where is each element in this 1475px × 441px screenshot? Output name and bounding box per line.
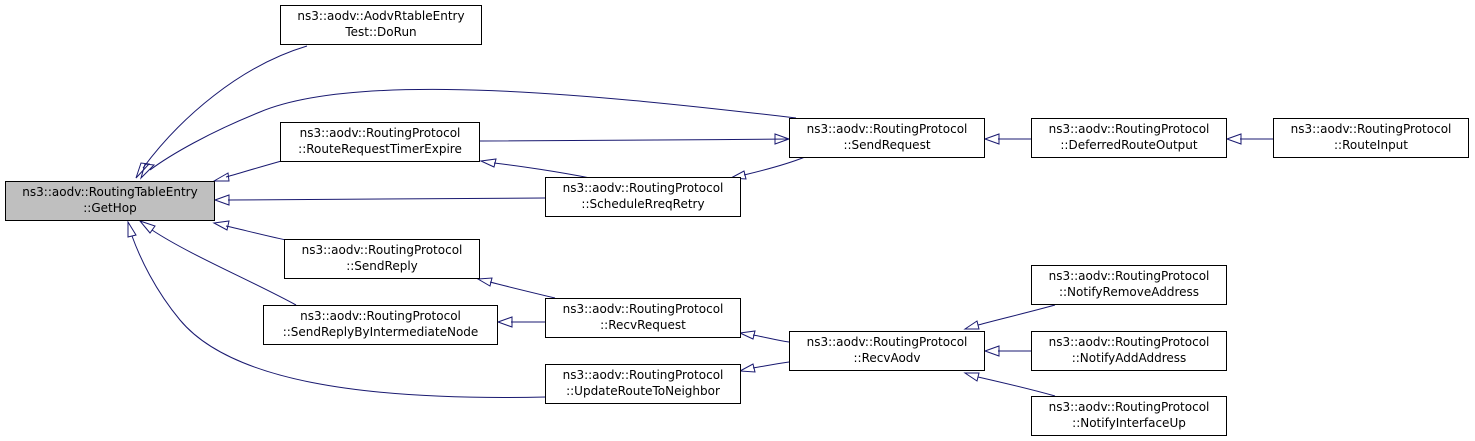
node-deferredrouteoutput-line2: ::DeferredRouteOutput (1060, 138, 1198, 152)
node-schedulerreqretry-line1: ns3::aodv::RoutingProtocol (563, 181, 724, 195)
arrowhead-icon (479, 158, 497, 168)
edge-routerequesttimerexpire-to-gethop (212, 159, 286, 182)
arrowhead-icon (135, 162, 151, 179)
node-recvrequest-line1: ns3::aodv::RoutingProtocol (563, 302, 724, 316)
node-sendrequest[interactable]: ns3::aodv::RoutingProtocol ::SendRequest (789, 118, 985, 158)
node-sendreplybyintermediatenode-line1: ns3::aodv::RoutingProtocol (300, 309, 461, 323)
arrowhead-icon (983, 133, 1000, 145)
arrowhead-icon (496, 316, 513, 328)
node-dorun-line1: ns3::aodv::AodvRtableEntry (297, 9, 464, 23)
node-notifyremoveaddress-line2: ::NotifyRemoveAddress (1059, 285, 1199, 299)
node-sendreply-line2: ::SendReply (346, 259, 418, 273)
node-notifyaddaddress-line2: ::NotifyAddAddress (1072, 351, 1187, 365)
edge-notifyremoveaddress-to-recvaodv (963, 304, 1056, 330)
arrowhead-icon (774, 133, 791, 145)
node-dorun[interactable]: ns3::aodv::AodvRtableEntry Test::DoRun (280, 5, 482, 45)
node-schedulerreqretry[interactable]: ns3::aodv::RoutingProtocol ::ScheduleRre… (545, 177, 741, 217)
arrowhead-icon (738, 330, 756, 340)
node-gethop[interactable]: ns3::aodv::RoutingTableEntry ::GetHop (5, 181, 215, 221)
arrowhead-icon (1225, 133, 1242, 145)
node-sendreply[interactable]: ns3::aodv::RoutingProtocol ::SendReply (284, 239, 480, 279)
edge-line (142, 45, 308, 169)
edge-schedulerreqretry-to-gethop (213, 194, 546, 206)
edge-line (225, 159, 286, 178)
node-recvaodv-line1: ns3::aodv::RoutingProtocol (807, 335, 968, 349)
node-updateroutetoneighbor[interactable]: ns3::aodv::RoutingProtocol ::UpdateRoute… (545, 364, 741, 404)
node-gethop-line2: ::GetHop (83, 201, 136, 215)
node-notifyaddaddress-line1: ns3::aodv::RoutingProtocol (1049, 335, 1210, 349)
edge-line (977, 376, 1056, 397)
edge-line (225, 225, 287, 241)
node-sendrequest-line1: ns3::aodv::RoutingProtocol (807, 122, 968, 136)
edge-line (977, 304, 1056, 326)
arrowhead-icon (476, 277, 493, 287)
node-updateroutetoneighbor-line2: ::UpdateRouteToNeighbor (566, 384, 720, 398)
edge-line (131, 235, 547, 398)
edge-routeinput-to-deferredrouteoutput (1225, 133, 1273, 145)
node-sendreplybyintermediatenode[interactable]: ns3::aodv::RoutingProtocol ::SendReplyBy… (263, 305, 498, 345)
node-sendrequest-line2: ::SendRequest (843, 138, 930, 152)
edge-recvaodv-to-recvrequest (738, 330, 790, 343)
node-schedulerreqretry-line2: ::ScheduleRreqRetry (581, 197, 704, 211)
arrowhead-icon (138, 219, 156, 234)
arrowhead-icon (738, 363, 756, 373)
node-deferredrouteoutput[interactable]: ns3::aodv::RoutingProtocol ::DeferredRou… (1031, 118, 1227, 158)
node-routerequesttimerexpire-line1: ns3::aodv::RoutingProtocol (300, 126, 461, 140)
node-recvaodv-line2: ::RecvAodv (853, 351, 920, 365)
node-notifyremoveaddress[interactable]: ns3::aodv::RoutingProtocol ::NotifyRemov… (1031, 265, 1227, 305)
edge-sendrequest-to-routerequesttimerexpire (479, 133, 791, 145)
edges-layer (127, 45, 1273, 398)
edge-recvrequest-to-sendreply (476, 277, 556, 299)
arrowhead-icon (212, 172, 230, 182)
edge-line (743, 156, 806, 176)
edge-updateroutetoneighbor-to-gethop (127, 220, 547, 398)
node-routeinput-line1: ns3::aodv::RoutingProtocol (1291, 122, 1452, 136)
edge-line (227, 197, 546, 201)
edge-deferredrouteoutput-to-sendrequest (983, 133, 1031, 145)
edge-notifyaddaddress-to-recvaodv (983, 345, 1032, 357)
edge-recvaodv-to-updateroutetoneighbor (738, 361, 790, 373)
node-notifyaddaddress[interactable]: ns3::aodv::RoutingProtocol ::NotifyAddAd… (1031, 331, 1227, 371)
node-notifyinterfaceup-line2: ::NotifyInterfaceUp (1072, 416, 1186, 430)
arrowhead-icon (963, 372, 980, 382)
node-sendreply-line1: ns3::aodv::RoutingProtocol (302, 243, 463, 257)
edge-notifyinterfaceup-to-recvaodv (963, 372, 1056, 397)
edge-line (752, 334, 790, 343)
nodes-layer: ns3::aodv::RoutingTableEntry ::GetHop ns… (5, 5, 1469, 436)
node-sendreplybyintermediatenode-line2: ::SendReplyByIntermediateNode (283, 325, 479, 339)
edge-line (151, 229, 297, 306)
node-recvrequest[interactable]: ns3::aodv::RoutingProtocol ::RecvRequest (545, 298, 741, 338)
arrowhead-icon (213, 194, 230, 206)
node-recvaodv[interactable]: ns3::aodv::RoutingProtocol ::RecvAodv (789, 331, 985, 371)
edge-sendrequest-to-gethop (139, 88, 797, 180)
edge-line (489, 281, 556, 299)
node-routerequesttimerexpire-line2: ::RouteRequestTimerExpire (298, 142, 462, 156)
node-deferredrouteoutput-line1: ns3::aodv::RoutingProtocol (1049, 122, 1210, 136)
node-updateroutetoneighbor-line1: ns3::aodv::RoutingProtocol (563, 368, 724, 382)
node-recvrequest-line2: ::RecvRequest (600, 318, 686, 332)
arrowhead-icon (139, 163, 156, 180)
arrowhead-icon (212, 220, 230, 231)
edge-line (479, 138, 790, 142)
arrowhead-icon (963, 320, 980, 330)
edge-sendreply-to-gethop (212, 220, 287, 241)
node-gethop-line1: ns3::aodv::RoutingTableEntry (22, 185, 197, 199)
node-notifyremoveaddress-line1: ns3::aodv::RoutingProtocol (1049, 269, 1210, 283)
node-routeinput-line2: ::RouteInput (1334, 138, 1408, 152)
node-routeinput[interactable]: ns3::aodv::RoutingProtocol ::RouteInput (1273, 118, 1469, 158)
node-dorun-line2: Test::DoRun (344, 25, 416, 39)
edge-line (493, 162, 591, 179)
edge-line (149, 88, 797, 171)
arrowhead-icon (127, 220, 137, 238)
node-notifyinterfaceup-line1: ns3::aodv::RoutingProtocol (1049, 400, 1210, 414)
edge-schedulerreqretry-to-routerequesttimerexpire (479, 158, 591, 179)
edge-sendreplybyintermediatenode-to-gethop (138, 219, 297, 306)
node-notifyinterfaceup[interactable]: ns3::aodv::RoutingProtocol ::NotifyInter… (1031, 396, 1227, 436)
node-routerequesttimerexpire[interactable]: ns3::aodv::RoutingProtocol ::RouteReques… (280, 122, 480, 162)
arrowhead-icon (983, 345, 1000, 357)
edge-recvrequest-to-sendreplybyintermediatenode (496, 316, 545, 328)
edge-sendrequest-to-schedulerreqretry (729, 156, 806, 180)
edge-line (752, 361, 790, 369)
